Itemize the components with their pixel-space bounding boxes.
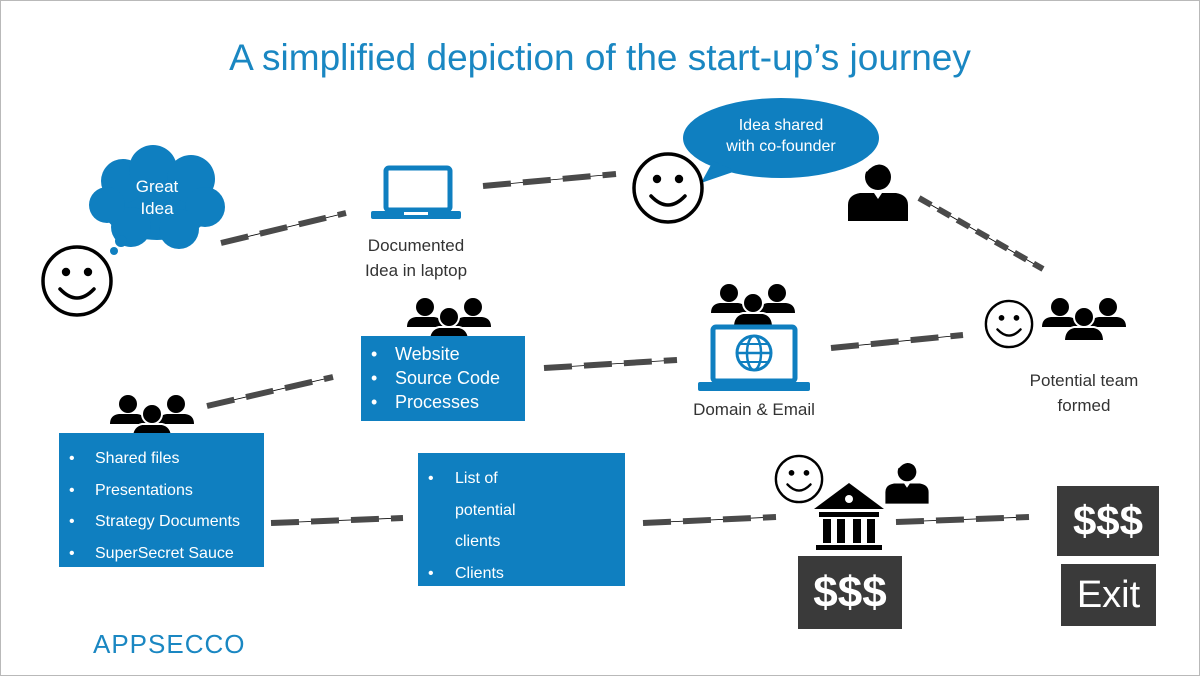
domain-email-label: Domain & Email bbox=[693, 400, 815, 419]
smiley-face-icon bbox=[632, 152, 704, 224]
road-line-6 bbox=[206, 374, 334, 409]
road-line-9 bbox=[895, 514, 1030, 525]
road-line-4 bbox=[830, 332, 964, 351]
clients-box: List of potential clients Clients Financ… bbox=[418, 453, 625, 620]
list-item: SuperSecret Sauce bbox=[59, 538, 264, 570]
person-icon bbox=[846, 162, 910, 223]
road-line-7 bbox=[270, 515, 404, 526]
website-box: Website Source Code Processes bbox=[361, 336, 525, 421]
exit-dollars: $$$ bbox=[1057, 486, 1159, 556]
list-item: Shared files bbox=[59, 443, 264, 475]
group-icon bbox=[1041, 297, 1127, 342]
road-line-5 bbox=[543, 357, 678, 371]
great-idea-text: Great Idea bbox=[135, 177, 179, 218]
group-icon bbox=[109, 394, 195, 439]
smiley-face-icon bbox=[774, 454, 824, 504]
list-item: Financial Details bbox=[418, 589, 625, 621]
bank-icon bbox=[814, 483, 884, 550]
list-item: Clients bbox=[418, 558, 625, 590]
exit-label: Exit bbox=[1061, 564, 1156, 626]
speech-bubble-icon bbox=[683, 98, 879, 183]
road-line-2 bbox=[482, 171, 617, 189]
page-title: A simplified depiction of the start-up’s… bbox=[229, 37, 971, 78]
appsecco-logo: APPSECCO bbox=[93, 629, 246, 659]
globe-laptop-icon bbox=[698, 324, 810, 391]
list-item: Presentations bbox=[59, 475, 264, 507]
list-item: Source Code bbox=[361, 366, 525, 390]
list-item: Processes bbox=[361, 390, 525, 414]
road-lines bbox=[206, 171, 1045, 526]
idea-shared-text: Idea shared with co-founder bbox=[726, 117, 836, 155]
list-item: Strategy Documents bbox=[59, 506, 264, 538]
smiley-face-icon bbox=[984, 299, 1034, 349]
group-icon bbox=[406, 297, 492, 342]
list-item: List of potential clients bbox=[418, 463, 555, 558]
laptop-icon bbox=[371, 165, 461, 219]
road-line-1 bbox=[220, 210, 347, 246]
list-item: Website bbox=[361, 342, 525, 366]
smiley-face-icon bbox=[41, 245, 113, 317]
documented-label: Documented Idea in laptop bbox=[364, 236, 468, 280]
thought-bubble-icon bbox=[89, 145, 225, 255]
bank-dollars: $$$ bbox=[798, 556, 902, 629]
road-line-8 bbox=[642, 514, 777, 526]
files-box: Shared files Presentations Strategy Docu… bbox=[59, 433, 264, 570]
road-line-3 bbox=[917, 195, 1045, 272]
person-icon bbox=[884, 461, 930, 505]
group-icon bbox=[710, 283, 796, 328]
potential-team-label: Potential team formed bbox=[1029, 371, 1139, 415]
